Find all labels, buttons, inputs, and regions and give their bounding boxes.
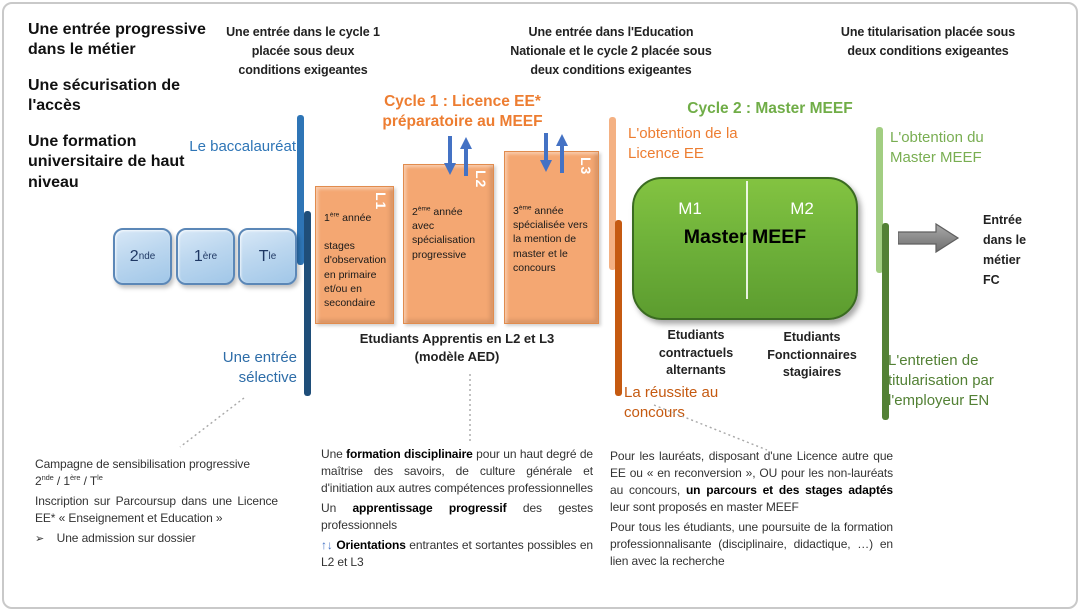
- bar-baccalaureat: [297, 115, 304, 265]
- m2-label: M2: [790, 199, 814, 218]
- note-master: Pour les lauréats, disposant d'une Licen…: [610, 448, 893, 573]
- cycle1-title: Cycle 1 : Licence EE* préparatoire au ME…: [382, 93, 543, 131]
- note-master-p2: Pour tous les étudiants, une poursuite d…: [610, 520, 893, 569]
- entry-arrow-icon: [898, 222, 960, 254]
- apprentis-line2: (modèle AED): [414, 348, 500, 364]
- milestone-obtention-master: L'obtention du Master MEEF: [890, 129, 984, 166]
- note-licence-p1: Une formation disciplinaire pour un haut…: [321, 447, 593, 496]
- bar-obtention-master: [876, 127, 883, 273]
- orientation-arrows-l3-icon: [540, 133, 568, 173]
- master-meef-title: Master MEEF: [683, 226, 807, 248]
- bar-obtention-licence: [609, 117, 616, 270]
- orientation-arrows-l2-icon: [444, 136, 472, 176]
- master-meef-box: M1 M2 Master MEEF: [632, 177, 858, 320]
- apprentis-caption: Etudiants Apprentis en L2 et L3 (modèle …: [315, 330, 599, 365]
- principle-securisation: Une sécurisation de l'accès: [28, 76, 181, 115]
- milestone-entretien-titularisation: L'entretien de titularisation par l'empl…: [888, 352, 994, 409]
- apprentis-line1: Etudiants Apprentis en L2 et L3: [359, 331, 555, 346]
- students-contractuels: Etudiants contractuels alternants: [658, 328, 734, 377]
- condition-titularisation: Une titularisation placée sous deux cond…: [840, 25, 1016, 58]
- bar-entree-selective: [304, 211, 311, 396]
- licence-box-l1: L1 1ère année stages d'observation en pr…: [315, 186, 394, 324]
- m1-label: M1: [678, 199, 702, 218]
- milestone-baccalaureat: Le baccalauréat: [189, 138, 296, 155]
- note-licence-p3: ↑↓ Orientations entrantes et sortantes p…: [321, 538, 593, 570]
- l3-detail: 3ème année spécialisée vers la mention d…: [513, 204, 588, 274]
- condition-cycle1: Une entrée dans le cycle 1 placée sous d…: [226, 25, 380, 77]
- bar-entretien-titularisation: [882, 223, 889, 420]
- condition-cycle2: Une entrée dans l'Education Nationale et…: [510, 25, 712, 77]
- note-lycee-p3: ➢ Une admission sur dossier: [35, 531, 196, 546]
- principles-list: Une entrée progressive dans le métier Un…: [28, 20, 228, 208]
- milestone-obtention-licence: L'obtention de la Licence EE: [628, 125, 738, 162]
- principle-formation: Une formation universitaire de haut nive…: [28, 132, 185, 191]
- l2-detail: 2ème année avec spécialisation progressi…: [412, 205, 476, 261]
- l2-label: L2: [473, 170, 489, 189]
- licence-box-l2: L2 2ème année avec spécialisation progre…: [403, 164, 494, 324]
- entry-metier-label: Entrée dans le métier FC: [983, 213, 1027, 287]
- note-lycee-p2: Inscription sur Parcoursup dans une Lice…: [35, 494, 278, 526]
- milestone-reussite-concours: La réussite au concours: [624, 384, 719, 421]
- principle-entree-progressive: Une entrée progressive dans le métier: [28, 21, 206, 59]
- note-licence-p2: Un apprentissage progressif des gestes p…: [321, 501, 593, 533]
- note-licence: Une formation disciplinaire pour un haut…: [321, 446, 593, 574]
- cycle2-title: Cycle 2 : Master MEEF: [687, 100, 853, 117]
- l1-label: L1: [373, 192, 389, 211]
- milestone-entree-selective: Une entrée sélective: [222, 349, 297, 386]
- students-fonctionnaires: Etudiants Fonctionnaires stagiaires: [767, 330, 857, 379]
- l3-label: L3: [578, 157, 594, 176]
- licence-box-l3: L3 3ème année spécialisée vers la mentio…: [504, 151, 599, 324]
- note-master-p1: Pour les lauréats, disposant d'une Licen…: [610, 449, 893, 515]
- l1-detail: stages d'observation en primaire et/ou e…: [324, 240, 387, 309]
- bar-reussite-concours: [615, 220, 622, 396]
- m1-m2-divider: [746, 181, 748, 299]
- l1-year: 1ère année: [324, 211, 372, 225]
